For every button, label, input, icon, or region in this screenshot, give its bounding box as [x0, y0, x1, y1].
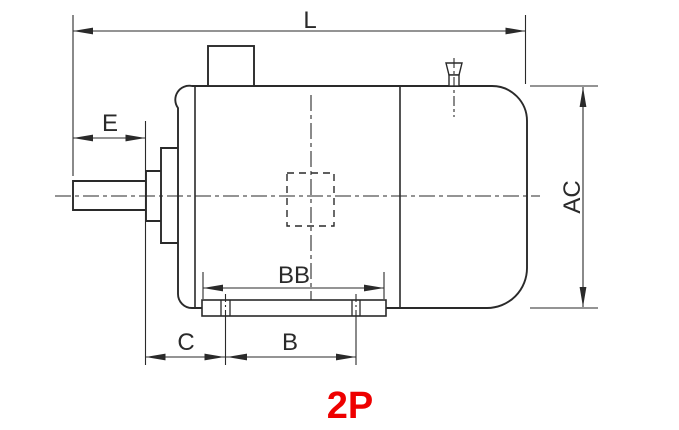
dim-C-arrow-left [145, 353, 166, 361]
mounting-foot-rail [201, 299, 387, 317]
dim-B-arrow-right [336, 353, 356, 361]
dim-L-arrow-right [505, 27, 526, 35]
arrowhead-group [73, 27, 587, 361]
dim-BB-arrow-right [364, 284, 384, 292]
dim-label-AC: AC [559, 180, 586, 213]
dim-BB-arrow-left [203, 284, 223, 292]
dim-label-C: C [177, 329, 194, 356]
dim-E-arrow-right [125, 134, 146, 142]
dim-C-arrow-right [204, 353, 225, 361]
motor-body-silhouette [174, 84, 528, 309]
dimension-label-group: L E C B BB AC [102, 7, 586, 356]
terminal-box [207, 45, 255, 87]
dim-label-E: E [102, 110, 118, 137]
hidden-keyway-square [286, 172, 335, 227]
motor-outline-group [55, 45, 540, 318]
dim-label-B: B [282, 329, 298, 356]
dim-AC-arrow-down [579, 287, 587, 307]
dim-AC-arrow-up [579, 87, 587, 107]
dim-label-BB: BB [278, 262, 310, 289]
caption-2p: 2P [327, 385, 373, 427]
dim-B-arrow-left [227, 353, 247, 361]
dim-label-L: L [303, 7, 316, 34]
dim-E-arrow-left [73, 134, 93, 142]
shaft [72, 180, 146, 211]
dim-L-arrow-left [73, 27, 93, 35]
